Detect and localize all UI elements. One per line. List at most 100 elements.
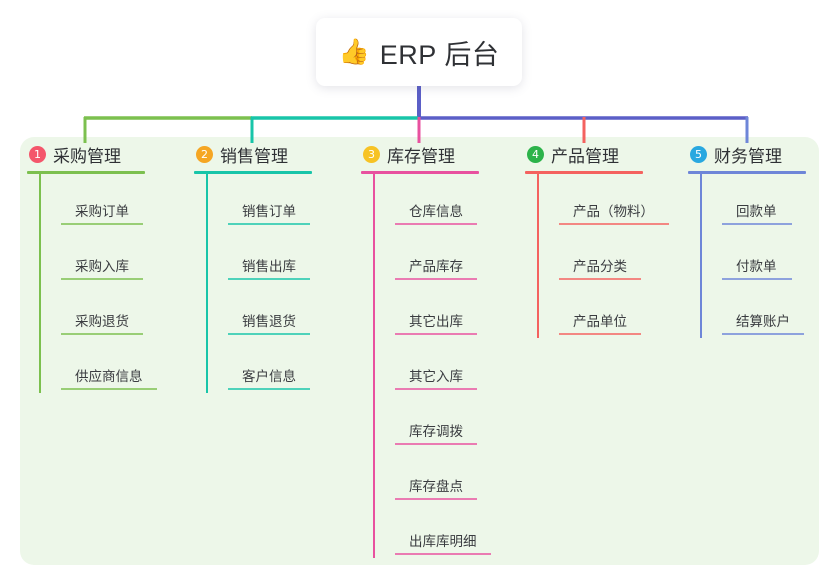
leaf-node[interactable]: 库存盘点 [395,449,479,504]
leaf-node-underline [61,278,143,280]
leaf-node-label: 其它入库 [409,369,463,384]
branch-underline-5 [688,171,806,174]
leaf-node-label: 仓库信息 [409,204,463,219]
leaf-node-underline [228,388,310,390]
branch-badge-4: 4 [527,145,544,163]
leaf-node[interactable]: 采购订单 [61,174,145,229]
branch-spine-5 [700,174,702,338]
branch-column-4: 4 产品管理产品（物料） 产品分类产品单位 [525,137,669,339]
leaf-node-underline [228,278,310,280]
leaf-node-underline [395,498,477,500]
branch-title-1: 采购管理 [53,146,121,166]
thumbs-up-icon: 👍 [338,37,370,66]
leaf-node[interactable]: 其它出库 [395,284,479,339]
leaf-node[interactable]: 产品（物料） [559,174,669,229]
leaf-node[interactable]: 结算账户 [722,284,806,339]
branch-header-3[interactable]: 3 库存管理 [361,137,479,171]
branch-spine-4 [537,174,539,338]
leaf-node[interactable]: 产品分类 [559,229,643,284]
branch-column-1: 1 采购管理采购订单采购入库采购退货供应商信息 [27,137,157,394]
leaf-node-underline [395,443,477,445]
branch-underline-1 [27,171,145,174]
branch-spine-2 [206,174,208,393]
leaf-node[interactable]: 其它入库 [395,339,479,394]
leaf-node-underline [395,333,477,335]
leaf-node[interactable]: 出库库明细 [395,504,491,559]
branch-title-3: 库存管理 [387,146,455,166]
leaf-node-label: 采购入库 [75,259,129,274]
branch-underline-2 [194,171,312,174]
leaf-node[interactable]: 客户信息 [228,339,312,394]
leaf-node-underline [559,278,641,280]
leaf-node-label: 供应商信息 [75,369,143,384]
leaf-node-label: 销售出库 [242,259,296,274]
leaf-node-underline [395,388,477,390]
leaf-node-label: 其它出库 [409,314,463,329]
leaf-node[interactable]: 回款单 [722,174,806,229]
leaf-node[interactable]: 销售订单 [228,174,312,229]
branch-header-1[interactable]: 1 采购管理 [27,137,145,171]
leaf-node-underline [559,333,641,335]
leaf-node-underline [228,333,310,335]
branch-children-3: 仓库信息产品库存其它出库其它入库库存调拨库存盘点出库库明细 [373,174,491,559]
leaf-node-underline [228,223,310,225]
leaf-node-label: 采购退货 [75,314,129,329]
leaf-node-label: 产品分类 [573,259,627,274]
leaf-node-label: 结算账户 [736,314,790,329]
leaf-node-label: 付款单 [736,259,777,274]
branch-children-2: 销售订单销售出库销售退货客户信息 [206,174,312,394]
leaf-node[interactable]: 产品库存 [395,229,479,284]
branch-title-2: 销售管理 [220,146,288,166]
leaf-node-label: 库存调拨 [409,424,463,439]
mindmap-panel [20,137,819,565]
branch-header-4[interactable]: 4 产品管理 [525,137,643,171]
leaf-node-underline [395,553,491,555]
leaf-node[interactable]: 销售出库 [228,229,312,284]
leaf-node[interactable]: 供应商信息 [61,339,157,394]
branch-underline-4 [525,171,643,174]
leaf-node[interactable]: 销售退货 [228,284,312,339]
branch-children-4: 产品（物料） 产品分类产品单位 [537,174,669,339]
leaf-node-label: 出库库明细 [409,534,477,549]
branch-title-5: 财务管理 [714,146,782,166]
leaf-node-underline [61,333,143,335]
leaf-node[interactable]: 付款单 [722,229,806,284]
leaf-node-label: 客户信息 [242,369,296,384]
leaf-node-label: 产品（物料） [573,204,654,219]
leaf-node-underline [395,278,477,280]
branch-badge-5: 5 [690,145,707,163]
root-node-title: ERP 后台 [379,39,500,70]
leaf-node-label: 销售订单 [242,204,296,219]
branch-spine-1 [39,174,41,393]
branch-children-1: 采购订单采购入库采购退货供应商信息 [39,174,157,394]
branch-column-3: 3 库存管理仓库信息产品库存其它出库其它入库库存调拨库存盘点出库库明细 [361,137,491,559]
leaf-node[interactable]: 采购入库 [61,229,145,284]
leaf-node-underline [395,223,477,225]
branch-badge-3: 3 [363,145,380,163]
root-node-card[interactable]: 👍 ERP 后台 [316,18,522,86]
leaf-node-underline [61,388,157,390]
branch-spine-3 [373,174,375,558]
leaf-node[interactable]: 库存调拨 [395,394,479,449]
branch-header-5[interactable]: 5 财务管理 [688,137,806,171]
leaf-node-label: 产品单位 [573,314,627,329]
branch-underline-3 [361,171,479,174]
branch-column-5: 5 财务管理回款单付款单结算账户 [688,137,806,339]
leaf-node-label: 销售退货 [242,314,296,329]
leaf-node[interactable]: 仓库信息 [395,174,479,229]
leaf-node-underline [722,223,792,225]
leaf-node-underline [722,333,804,335]
branch-badge-1: 1 [29,145,46,163]
branch-title-4: 产品管理 [551,146,619,166]
leaf-node[interactable]: 采购退货 [61,284,145,339]
branch-children-5: 回款单付款单结算账户 [700,174,806,339]
leaf-node[interactable]: 产品单位 [559,284,643,339]
leaf-node-label: 库存盘点 [409,479,463,494]
leaf-node-label: 采购订单 [75,204,129,219]
leaf-node-underline [722,278,792,280]
leaf-node-label: 产品库存 [409,259,463,274]
